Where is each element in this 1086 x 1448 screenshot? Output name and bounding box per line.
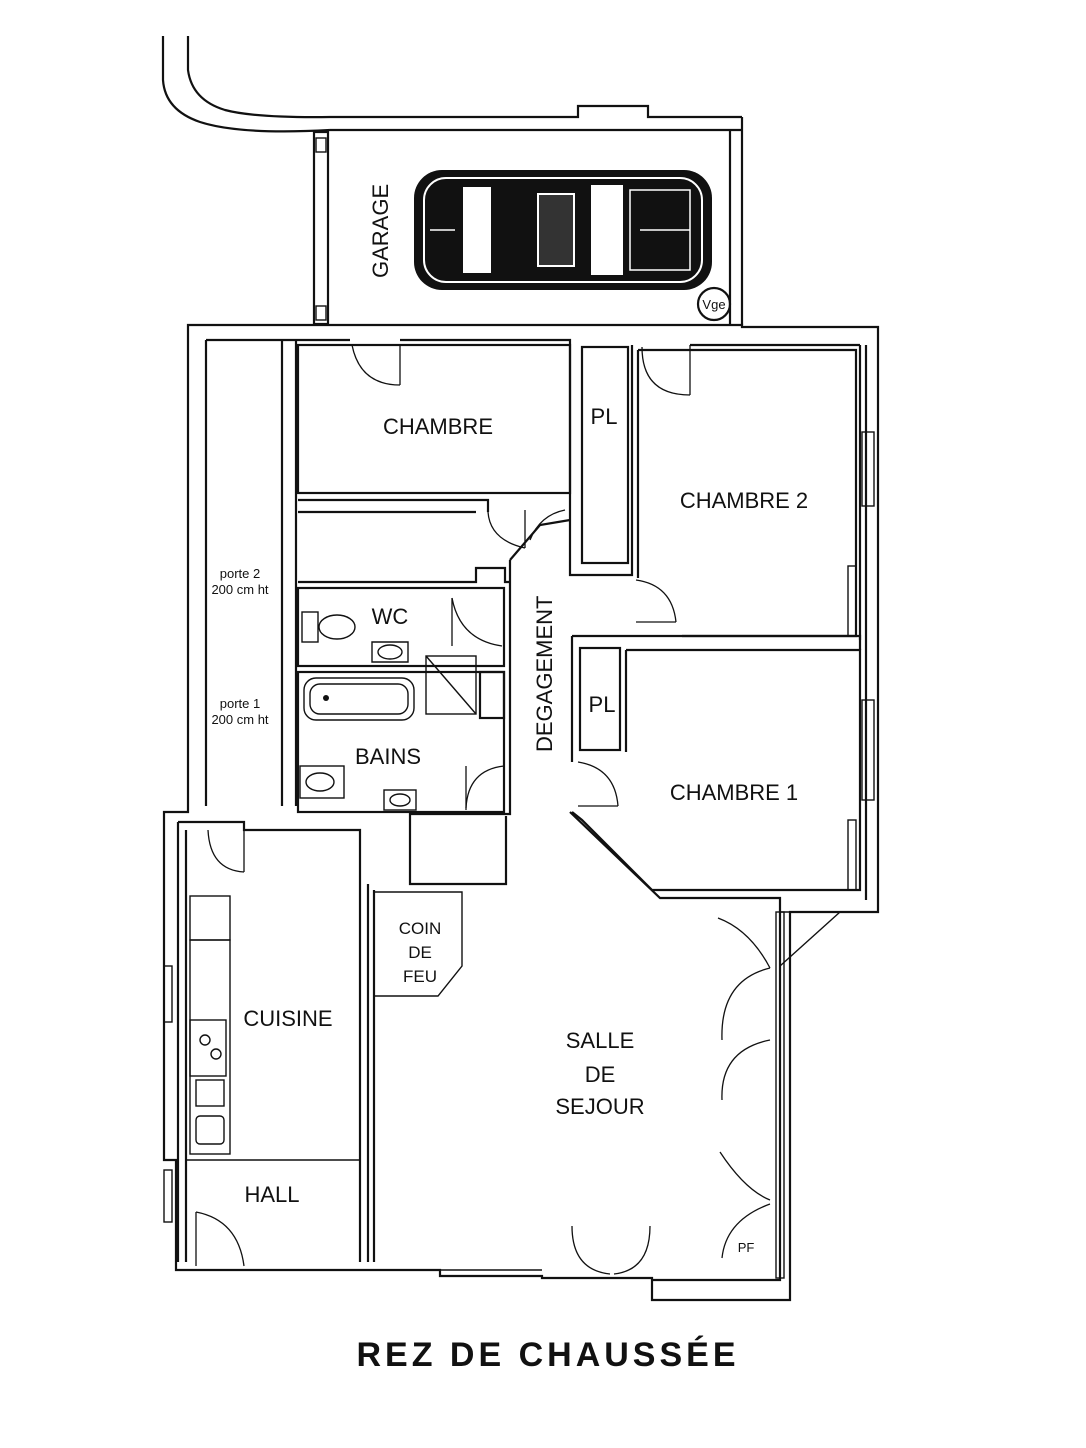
- degagement-label: DEGAGEMENT: [532, 596, 557, 752]
- driveway-curve: [161, 36, 742, 133]
- wc-label: WC: [372, 604, 409, 629]
- chambre1-walls: [570, 634, 875, 892]
- pl-top-label: PL: [591, 404, 618, 429]
- degagement-walls: [408, 509, 571, 886]
- hall-label: HALL: [244, 1182, 299, 1207]
- closets: [568, 345, 691, 752]
- bains-room: [296, 655, 506, 814]
- porte1-line2: 200 cm ht: [211, 712, 268, 727]
- chambre-walls: [296, 343, 572, 584]
- car-icon: [414, 170, 712, 290]
- pl-bottom-label: PL: [589, 692, 616, 717]
- cuisine-label: CUISINE: [243, 1006, 332, 1031]
- wc-room: [296, 586, 506, 668]
- chambre-label: CHAMBRE: [383, 414, 493, 439]
- salle-label: SALLE: [566, 1028, 635, 1053]
- pf-label: PF: [738, 1240, 755, 1255]
- sejour-walls: [366, 811, 841, 1282]
- garage-label: GARAGE: [368, 184, 393, 278]
- plan-title: REZ DE CHAUSSÉE: [356, 1336, 739, 1374]
- chambre1-label: CHAMBRE 1: [670, 780, 798, 805]
- coin-de-label: DE: [408, 943, 432, 962]
- porte2-line1: porte 2: [220, 566, 260, 581]
- porte1-line1: porte 1: [220, 696, 260, 711]
- vge-label: Vge: [702, 297, 725, 312]
- salle-de-label: DE: [585, 1062, 616, 1087]
- porte2-line2: 200 cm ht: [211, 582, 268, 597]
- feu-label: FEU: [403, 967, 437, 986]
- cuisine-walls: [163, 820, 362, 1267]
- vge-circle: [696, 286, 732, 322]
- sejour-label: SEJOUR: [555, 1094, 644, 1119]
- coin-label: COIN: [399, 919, 442, 938]
- bains-label: BAINS: [355, 744, 421, 769]
- chambre2-label: CHAMBRE 2: [680, 488, 808, 513]
- house-outer-walls: [162, 323, 880, 1302]
